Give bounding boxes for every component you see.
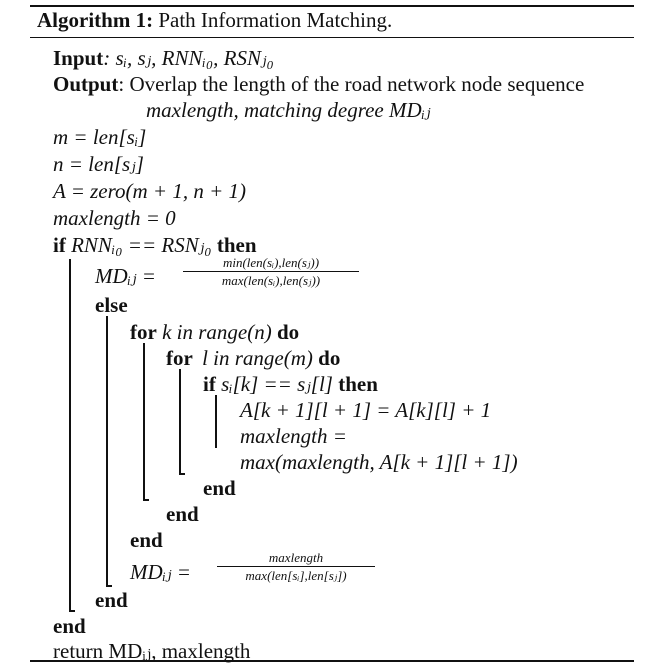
bottom-rule	[30, 660, 634, 662]
md-lhs-2: MDᵢⱼ =	[130, 560, 191, 584]
algorithm-caption: Algorithm 1: Path Information Matching.	[37, 8, 392, 33]
if-line: if RNNᵢ₀ == RSNⱼ₀ then	[53, 231, 257, 259]
output-text: : Overlap the length of the road network…	[118, 72, 585, 96]
for-k-condition: k in range(n)	[162, 320, 272, 344]
block-bar-for-l	[179, 369, 181, 474]
top-rule	[30, 5, 634, 7]
for-l-line: for l in range(m) do	[166, 344, 340, 372]
if-condition: RNNᵢ₀ == RSNⱼ₀	[71, 233, 212, 257]
md-lhs-1: MDᵢⱼ =	[95, 264, 156, 288]
assign-a: A = zero(m + 1, n + 1)	[53, 179, 246, 203]
fraction-bar	[217, 566, 375, 567]
md-fraction-1-denominator: max(len(sᵢ),len(sⱼ))	[221, 273, 321, 288]
input-keyword: Input	[53, 46, 104, 70]
block-tick-for-l	[179, 473, 185, 475]
block-bar-else	[106, 316, 108, 586]
if-keyword: if	[53, 233, 66, 257]
inner-if-condition: sᵢ[k] == sⱼ[l]	[221, 372, 333, 396]
return-line: return MDᵢⱼ, maxlength	[53, 639, 251, 663]
assign-m: m = len[sᵢ]	[53, 125, 147, 149]
md-fraction-1: min(len(sᵢ),len(sⱼ)) max(len(sᵢ),len(sⱼ)…	[183, 255, 359, 288]
then-keyword: then	[338, 372, 378, 396]
caption-rule	[30, 37, 634, 38]
block-tick-if	[69, 610, 75, 612]
input-line: Input: sᵢ, sⱼ, RNNᵢ₀, RSNⱼ₀	[53, 44, 274, 72]
assign-maxlength-update-a: maxlength =	[240, 424, 347, 448]
do-keyword: do	[318, 346, 341, 370]
for-keyword: for	[130, 320, 157, 344]
block-bar-inner-if	[215, 395, 217, 448]
assign-maxlength: maxlength = 0	[53, 206, 176, 230]
md-fraction-2-numerator: maxlength	[268, 550, 324, 565]
do-keyword: do	[276, 320, 300, 344]
for-keyword: for	[166, 346, 193, 370]
end-if: end	[53, 614, 86, 638]
block-tick-for-k	[143, 499, 149, 501]
output-line: Output: Overlap the length of the road n…	[53, 70, 584, 98]
end-for-k: end	[130, 528, 163, 552]
end-else: end	[95, 588, 128, 612]
block-bar-for-k	[143, 343, 145, 500]
end-inner-if: end	[203, 476, 236, 500]
else-keyword: else	[95, 293, 128, 317]
md-fraction-2: maxlength max(len[sᵢ],len[sⱼ])	[217, 550, 375, 583]
inner-if-line: if sᵢ[k] == sⱼ[l] then	[203, 370, 378, 398]
output-keyword: Output	[53, 72, 119, 96]
for-k-line: for k in range(n) do	[130, 318, 299, 346]
block-bar-if	[69, 259, 71, 611]
assign-n: n = len[sⱼ]	[53, 152, 144, 176]
end-for-l: end	[166, 502, 199, 526]
md-fraction-2-denominator: max(len[sᵢ],len[sⱼ])	[245, 568, 347, 583]
for-l-condition: l in range(m)	[202, 346, 313, 370]
assign-maxlength-update-b: max(maxlength, A[k + 1][l + 1])	[240, 450, 518, 474]
algorithm-title: Path Information Matching.	[158, 8, 393, 32]
input-params: : sᵢ, sⱼ, RNNᵢ₀, RSNⱼ₀	[103, 46, 274, 70]
if-keyword: if	[203, 372, 216, 396]
md-fraction-1-numerator: min(len(sᵢ),len(sⱼ))	[222, 255, 320, 270]
assign-a-update: A[k + 1][l + 1] = A[k][l] + 1	[240, 398, 492, 422]
block-tick-else	[106, 585, 112, 587]
fraction-bar	[183, 271, 359, 272]
algorithm-label: Algorithm 1:	[37, 8, 154, 32]
then-keyword: then	[216, 233, 257, 257]
output-line-2: maxlength, matching degree MDᵢⱼ	[146, 98, 431, 122]
